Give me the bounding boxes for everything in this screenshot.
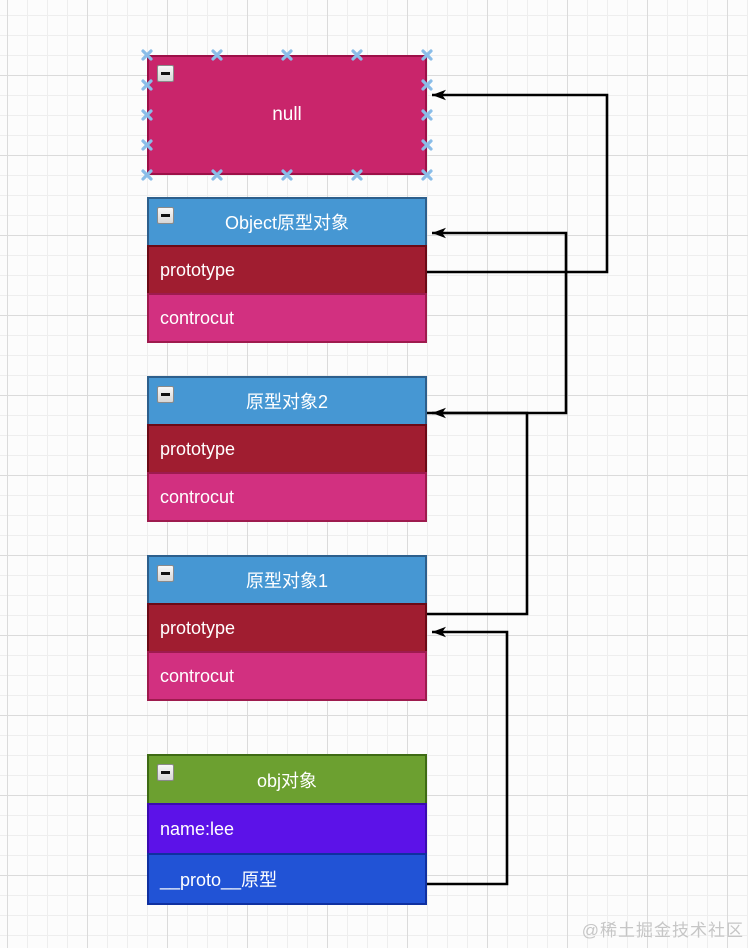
connector-proto2-to-objectproto[interactable] [427,227,568,415]
node-title: Object原型对象 [224,213,350,233]
row-label: name:lee [160,818,235,839]
row-label: prototype [160,438,236,459]
row-controcut[interactable]: controcut [147,472,427,522]
connector-proto1-to-proto2[interactable] [427,407,529,616]
row-controcut[interactable]: controcut [147,651,427,701]
minus-bar [161,72,170,75]
row-label: controcut [160,665,235,686]
row-controcut[interactable]: controcut [147,293,427,343]
row-label: __proto__原型 [160,870,278,890]
connector-obj-to-proto1[interactable] [427,626,509,886]
collapse-minus-icon[interactable] [157,207,174,224]
minus-bar [161,393,170,396]
node-prototype2[interactable]: 原型对象2 prototype controcut [147,376,427,522]
node-title: 原型对象1 [245,571,328,591]
collapse-minus-icon[interactable] [157,565,174,582]
row-prototype[interactable]: prototype [147,245,427,295]
row-proto[interactable]: __proto__原型 [147,853,427,905]
row-prototype[interactable]: prototype [147,424,427,474]
row-prototype[interactable]: prototype [147,603,427,653]
minus-bar [161,771,170,774]
connector-objectproto-to-null[interactable] [427,89,609,274]
node-obj[interactable]: obj对象 name:lee __proto__原型 [147,754,427,905]
row-label: prototype [160,617,236,638]
node-prototype1[interactable]: 原型对象1 prototype controcut [147,555,427,701]
row-label: prototype [160,259,236,280]
node-header[interactable]: 原型对象2 [147,376,427,426]
collapse-minus-icon[interactable] [157,65,174,82]
node-title: null [272,104,302,125]
node-null[interactable]: null [147,55,427,175]
minus-bar [161,214,170,217]
minus-bar [161,572,170,575]
node-header[interactable]: 原型对象1 [147,555,427,605]
node-header[interactable]: Object原型对象 [147,197,427,247]
row-label: controcut [160,486,235,507]
node-header[interactable]: obj对象 [147,754,427,805]
node-title: obj对象 [256,770,318,791]
collapse-minus-icon[interactable] [157,764,174,781]
row-name-lee[interactable]: name:lee [147,803,427,855]
watermark: @稀土掘金技术社区 [581,921,744,940]
collapse-minus-icon[interactable] [157,386,174,403]
node-title: 原型对象2 [245,392,328,412]
row-label: controcut [160,307,235,328]
node-object-prototype[interactable]: Object原型对象 prototype controcut [147,197,427,343]
